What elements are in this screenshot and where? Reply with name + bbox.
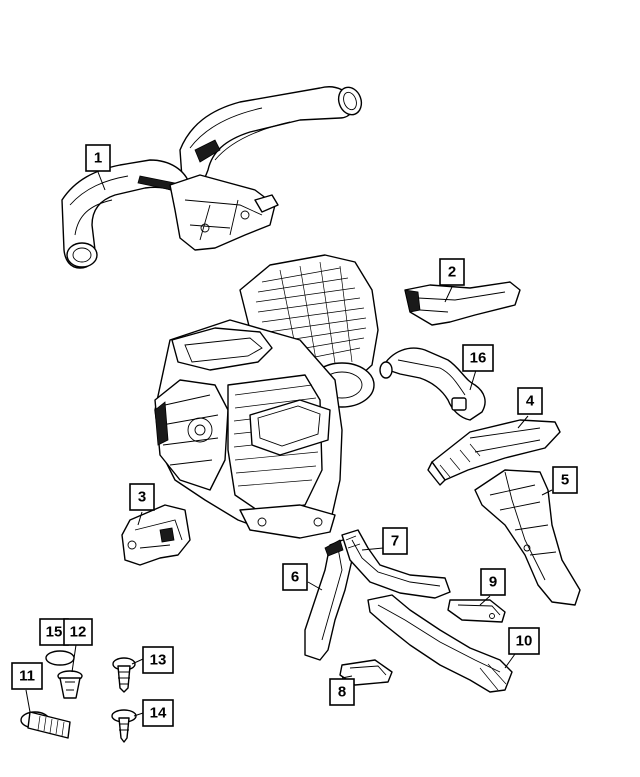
callout-15-label: 15 — [46, 624, 63, 641]
callout-1: 1 — [85, 144, 111, 172]
callout-6: 6 — [282, 563, 308, 591]
callout-16: 16 — [462, 344, 494, 372]
callout-4-label: 4 — [526, 393, 535, 410]
callout-2: 2 — [439, 258, 465, 286]
callout-14: 14 — [142, 699, 174, 727]
part-14-screw — [111, 709, 137, 743]
callout-13-label: 13 — [150, 652, 167, 669]
callout-11-label: 11 — [19, 668, 35, 685]
callout-3-label: 3 — [138, 489, 146, 506]
callout-13: 13 — [142, 646, 174, 674]
callout-5-label: 5 — [561, 472, 569, 489]
part-6-duct — [304, 537, 353, 661]
callout-9: 9 — [480, 568, 506, 596]
callout-5: 5 — [552, 466, 578, 494]
leader-lines — [25, 171, 553, 717]
callout-7: 7 — [382, 527, 408, 555]
callout-3: 3 — [129, 483, 155, 511]
part-16-duct — [379, 347, 486, 421]
callout-8-label: 8 — [338, 684, 346, 701]
part-4-duct — [427, 419, 561, 486]
part-9-bracket — [447, 599, 506, 623]
callout-6-label: 6 — [291, 569, 299, 586]
callout-11: 11 — [11, 662, 43, 690]
callout-14-label: 14 — [150, 705, 167, 722]
callout-16-label: 16 — [470, 350, 487, 367]
callout-1-label: 1 — [94, 150, 102, 167]
callout-9-label: 9 — [489, 574, 497, 591]
callout-12: 12 — [63, 618, 93, 646]
hvac-housing — [154, 254, 379, 539]
part-11-bolt — [20, 711, 71, 739]
part-10-duct — [367, 594, 513, 693]
callout-7-label: 7 — [391, 533, 399, 550]
part-12-push-pin — [57, 670, 83, 699]
callout-4: 4 — [517, 387, 543, 415]
callout-12-label: 12 — [70, 624, 87, 641]
part-13-screw — [112, 657, 136, 693]
part-3-bracket — [121, 504, 191, 566]
callout-10-label: 10 — [516, 633, 533, 650]
callout-10: 10 — [508, 627, 540, 655]
part-2-duct — [404, 281, 521, 326]
callout-8: 8 — [329, 678, 355, 706]
part-1-duct-assembly — [61, 86, 363, 269]
part-7-duct — [341, 529, 451, 599]
part-5-duct — [474, 469, 581, 606]
part-15-grommet — [45, 650, 75, 666]
callout-2-label: 2 — [448, 264, 456, 281]
